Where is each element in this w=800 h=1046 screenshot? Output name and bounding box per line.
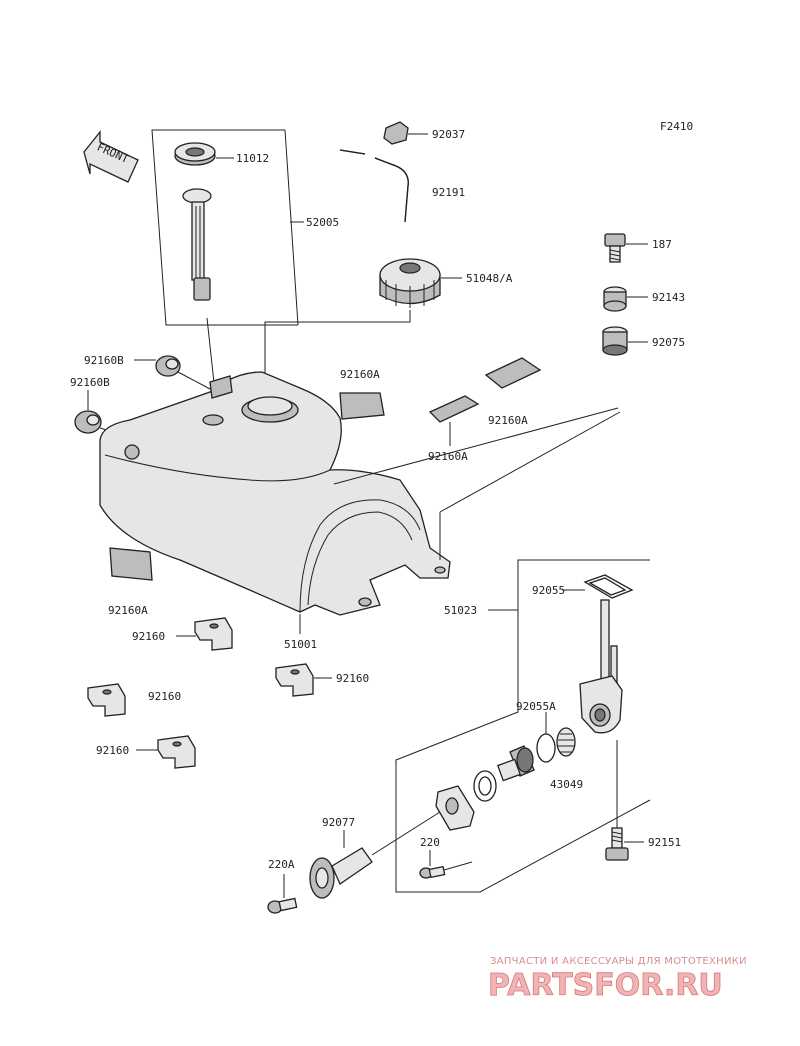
label-11012: 11012 — [236, 152, 269, 165]
label-92160B-1: 92160B — [84, 354, 124, 367]
o-ring-92055A-icon — [536, 733, 556, 763]
label-92160A-2: 92160A — [488, 414, 528, 427]
label-92037: 92037 — [432, 128, 465, 141]
label-92077: 92077 — [322, 816, 355, 829]
clamp-92160-2-icon — [275, 663, 314, 697]
label-92160-1: 92160 — [132, 630, 165, 643]
fuel-cock-body-icon — [579, 599, 623, 734]
label-51001: 51001 — [284, 638, 317, 651]
fuel-cap-51048A-icon — [379, 258, 441, 308]
clip-92037-icon — [383, 121, 409, 145]
label-92143: 92143 — [652, 291, 685, 304]
label-92151: 92151 — [648, 836, 681, 849]
figure-code: F2410 — [660, 120, 693, 133]
watermark-brand: PARTSFOR.RU — [488, 968, 723, 1003]
label-92191: 92191 — [432, 186, 465, 199]
pad-92160A-4-icon — [109, 547, 153, 581]
fuel-gauge-sender-icon — [182, 188, 212, 301]
gasket-92055-icon — [583, 574, 634, 599]
label-92160A-4: 92160A — [108, 604, 148, 617]
label-52005: 52005 — [306, 216, 339, 229]
damper-92075-icon — [602, 326, 628, 356]
collar-92143-icon — [603, 286, 627, 312]
grommet-11012-icon — [174, 142, 216, 166]
label-92160A-3: 92160A — [428, 450, 468, 463]
screw-220A-icon — [267, 897, 298, 914]
label-92160B-2: 92160B — [70, 376, 110, 389]
label-51023: 51023 — [444, 604, 477, 617]
label-92075: 92075 — [652, 336, 685, 349]
tap-filter-92077-icon — [309, 811, 441, 899]
label-92055: 92055 — [532, 584, 565, 597]
label-220: 220 — [420, 836, 440, 849]
damper-92160B-2-icon — [74, 410, 102, 434]
screw-220-icon — [419, 865, 446, 879]
fuel-cock-bracket — [395, 559, 650, 893]
valve-core-icon — [496, 745, 535, 782]
label-92055A: 92055A — [516, 700, 556, 713]
clamp-92160-4-icon — [157, 735, 196, 769]
label-220A: 220A — [268, 858, 295, 871]
watermark-tagline: ЗАПЧАСТИ И АКСЕССУАРЫ ДЛЯ МОТОТЕХНИКИ — [490, 956, 747, 967]
valve-lever-icon — [556, 727, 576, 757]
pad-92160A-2-icon — [484, 357, 542, 389]
label-43049: 43049 — [550, 778, 583, 791]
pad-92160A-1-icon — [339, 392, 385, 420]
breather-hose-92191-icon — [339, 149, 409, 223]
label-92160A-1: 92160A — [340, 368, 380, 381]
bolt-92151-icon — [605, 827, 629, 861]
valve-plate-icon — [435, 785, 475, 831]
clamp-92160-3-icon — [87, 683, 126, 717]
fuel-tank-51001-icon — [99, 371, 451, 616]
pad-92160A-3-icon — [428, 395, 480, 423]
bolt-187-icon — [604, 233, 626, 263]
clamp-92160-1-icon — [194, 617, 233, 651]
assembly-bracket — [151, 129, 298, 326]
front-arrow-icon: FRONT — [83, 130, 139, 183]
label-92160-3: 92160 — [148, 690, 181, 703]
cap-leader — [264, 310, 411, 390]
seal-ring-icon — [473, 770, 497, 802]
damper-92160B-1-icon — [155, 355, 181, 377]
label-51048A: 51048/A — [466, 272, 513, 285]
label-92160-4: 92160 — [96, 744, 129, 757]
label-92160-2: 92160 — [336, 672, 369, 685]
label-187: 187 — [652, 238, 672, 251]
